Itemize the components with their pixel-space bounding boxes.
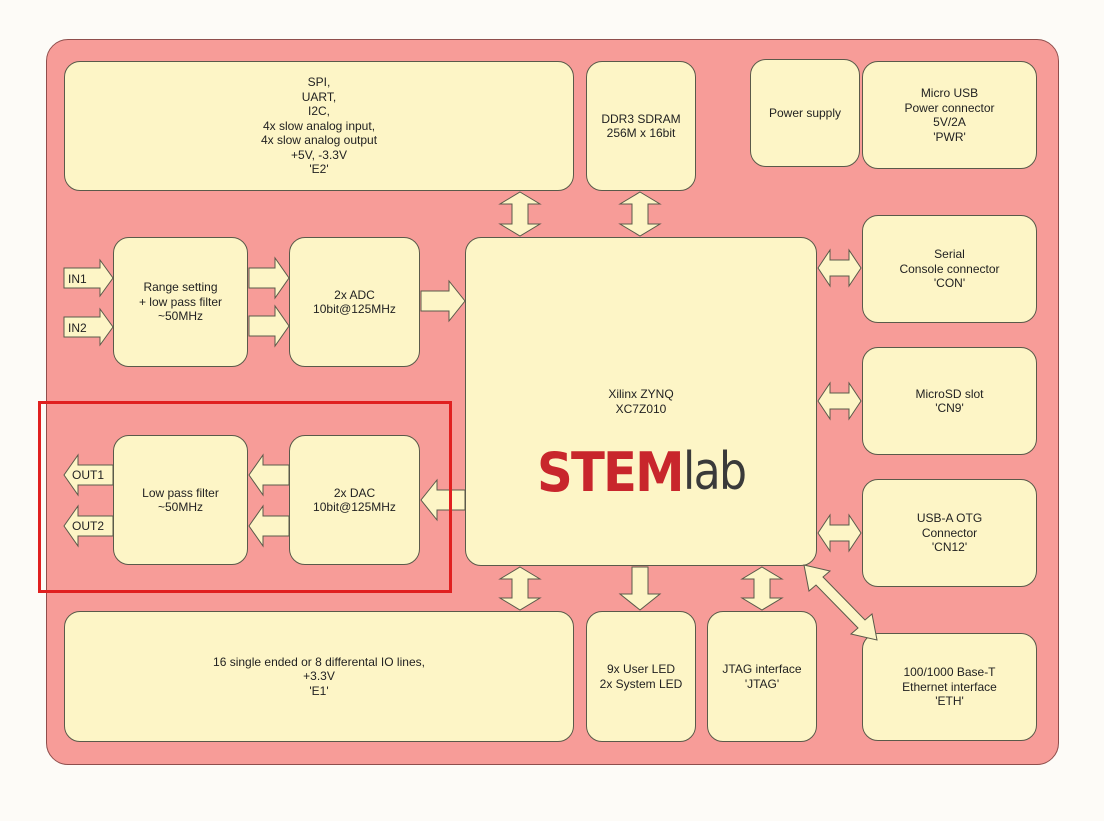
zynq-block: Xilinx ZYNQ XC7Z010: [465, 237, 817, 566]
logo-lab-text: lab: [683, 442, 747, 502]
serial-console-block: Serial Console connector 'CON': [862, 215, 1037, 323]
in1-label: IN1: [68, 272, 87, 286]
logo-stem-text: STEM: [537, 441, 685, 504]
jtag-block: JTAG interface 'JTAG': [707, 611, 817, 742]
zynq-label: Xilinx ZYNQ XC7Z010: [608, 387, 674, 416]
double-arrow-icon: [740, 566, 784, 611]
down-arrow-icon: [618, 566, 662, 611]
out1-arrow-icon: [63, 453, 114, 497]
out1-label: OUT1: [72, 468, 104, 482]
double-arrow-icon: [817, 248, 862, 288]
low-pass-filter-block: Low pass filter ~50MHz: [113, 435, 248, 565]
left-arrow-icon: [420, 478, 466, 522]
stemlab-logo: STEM lab: [537, 446, 757, 500]
adc-block: 2x ADC 10bit@125MHz: [289, 237, 420, 367]
left-arrow-icon: [248, 504, 290, 548]
right-arrow-icon: [420, 279, 466, 323]
diagonal-double-arrow-icon: [803, 564, 878, 641]
micro-usb-block: Micro USB Power connector 5V/2A 'PWR': [862, 61, 1037, 169]
in2-label: IN2: [68, 321, 87, 335]
out2-label: OUT2: [72, 519, 104, 533]
usb-otg-block: USB-A OTG Connector 'CN12': [862, 479, 1037, 587]
microsd-block: MicroSD slot 'CN9': [862, 347, 1037, 455]
dac-block: 2x DAC 10bit@125MHz: [289, 435, 420, 565]
in1-arrow-icon: [63, 258, 114, 298]
double-arrow-icon: [817, 381, 862, 421]
double-arrow-icon: [498, 191, 542, 237]
power-supply-block: Power supply: [750, 59, 860, 167]
double-arrow-icon: [618, 191, 662, 237]
double-arrow-icon: [817, 513, 862, 553]
e1-connector-block: 16 single ended or 8 differental IO line…: [64, 611, 574, 742]
out2-arrow-icon: [63, 504, 114, 548]
ethernet-block: 100/1000 Base-T Ethernet interface 'ETH': [862, 633, 1037, 741]
ddr3-block: DDR3 SDRAM 256M x 16bit: [586, 61, 696, 191]
user-led-block: 9x User LED 2x System LED: [586, 611, 696, 742]
left-arrow-icon: [248, 453, 290, 497]
right-arrow-icon: [248, 304, 290, 348]
e2-connector-block: SPI, UART, I2C, 4x slow analog input, 4x…: [64, 61, 574, 191]
double-arrow-icon: [498, 566, 542, 611]
in2-arrow-icon: [63, 307, 114, 347]
right-arrow-icon: [248, 256, 290, 300]
highlight-box: [38, 401, 452, 593]
range-setting-block: Range setting + low pass filter ~50MHz: [113, 237, 248, 367]
